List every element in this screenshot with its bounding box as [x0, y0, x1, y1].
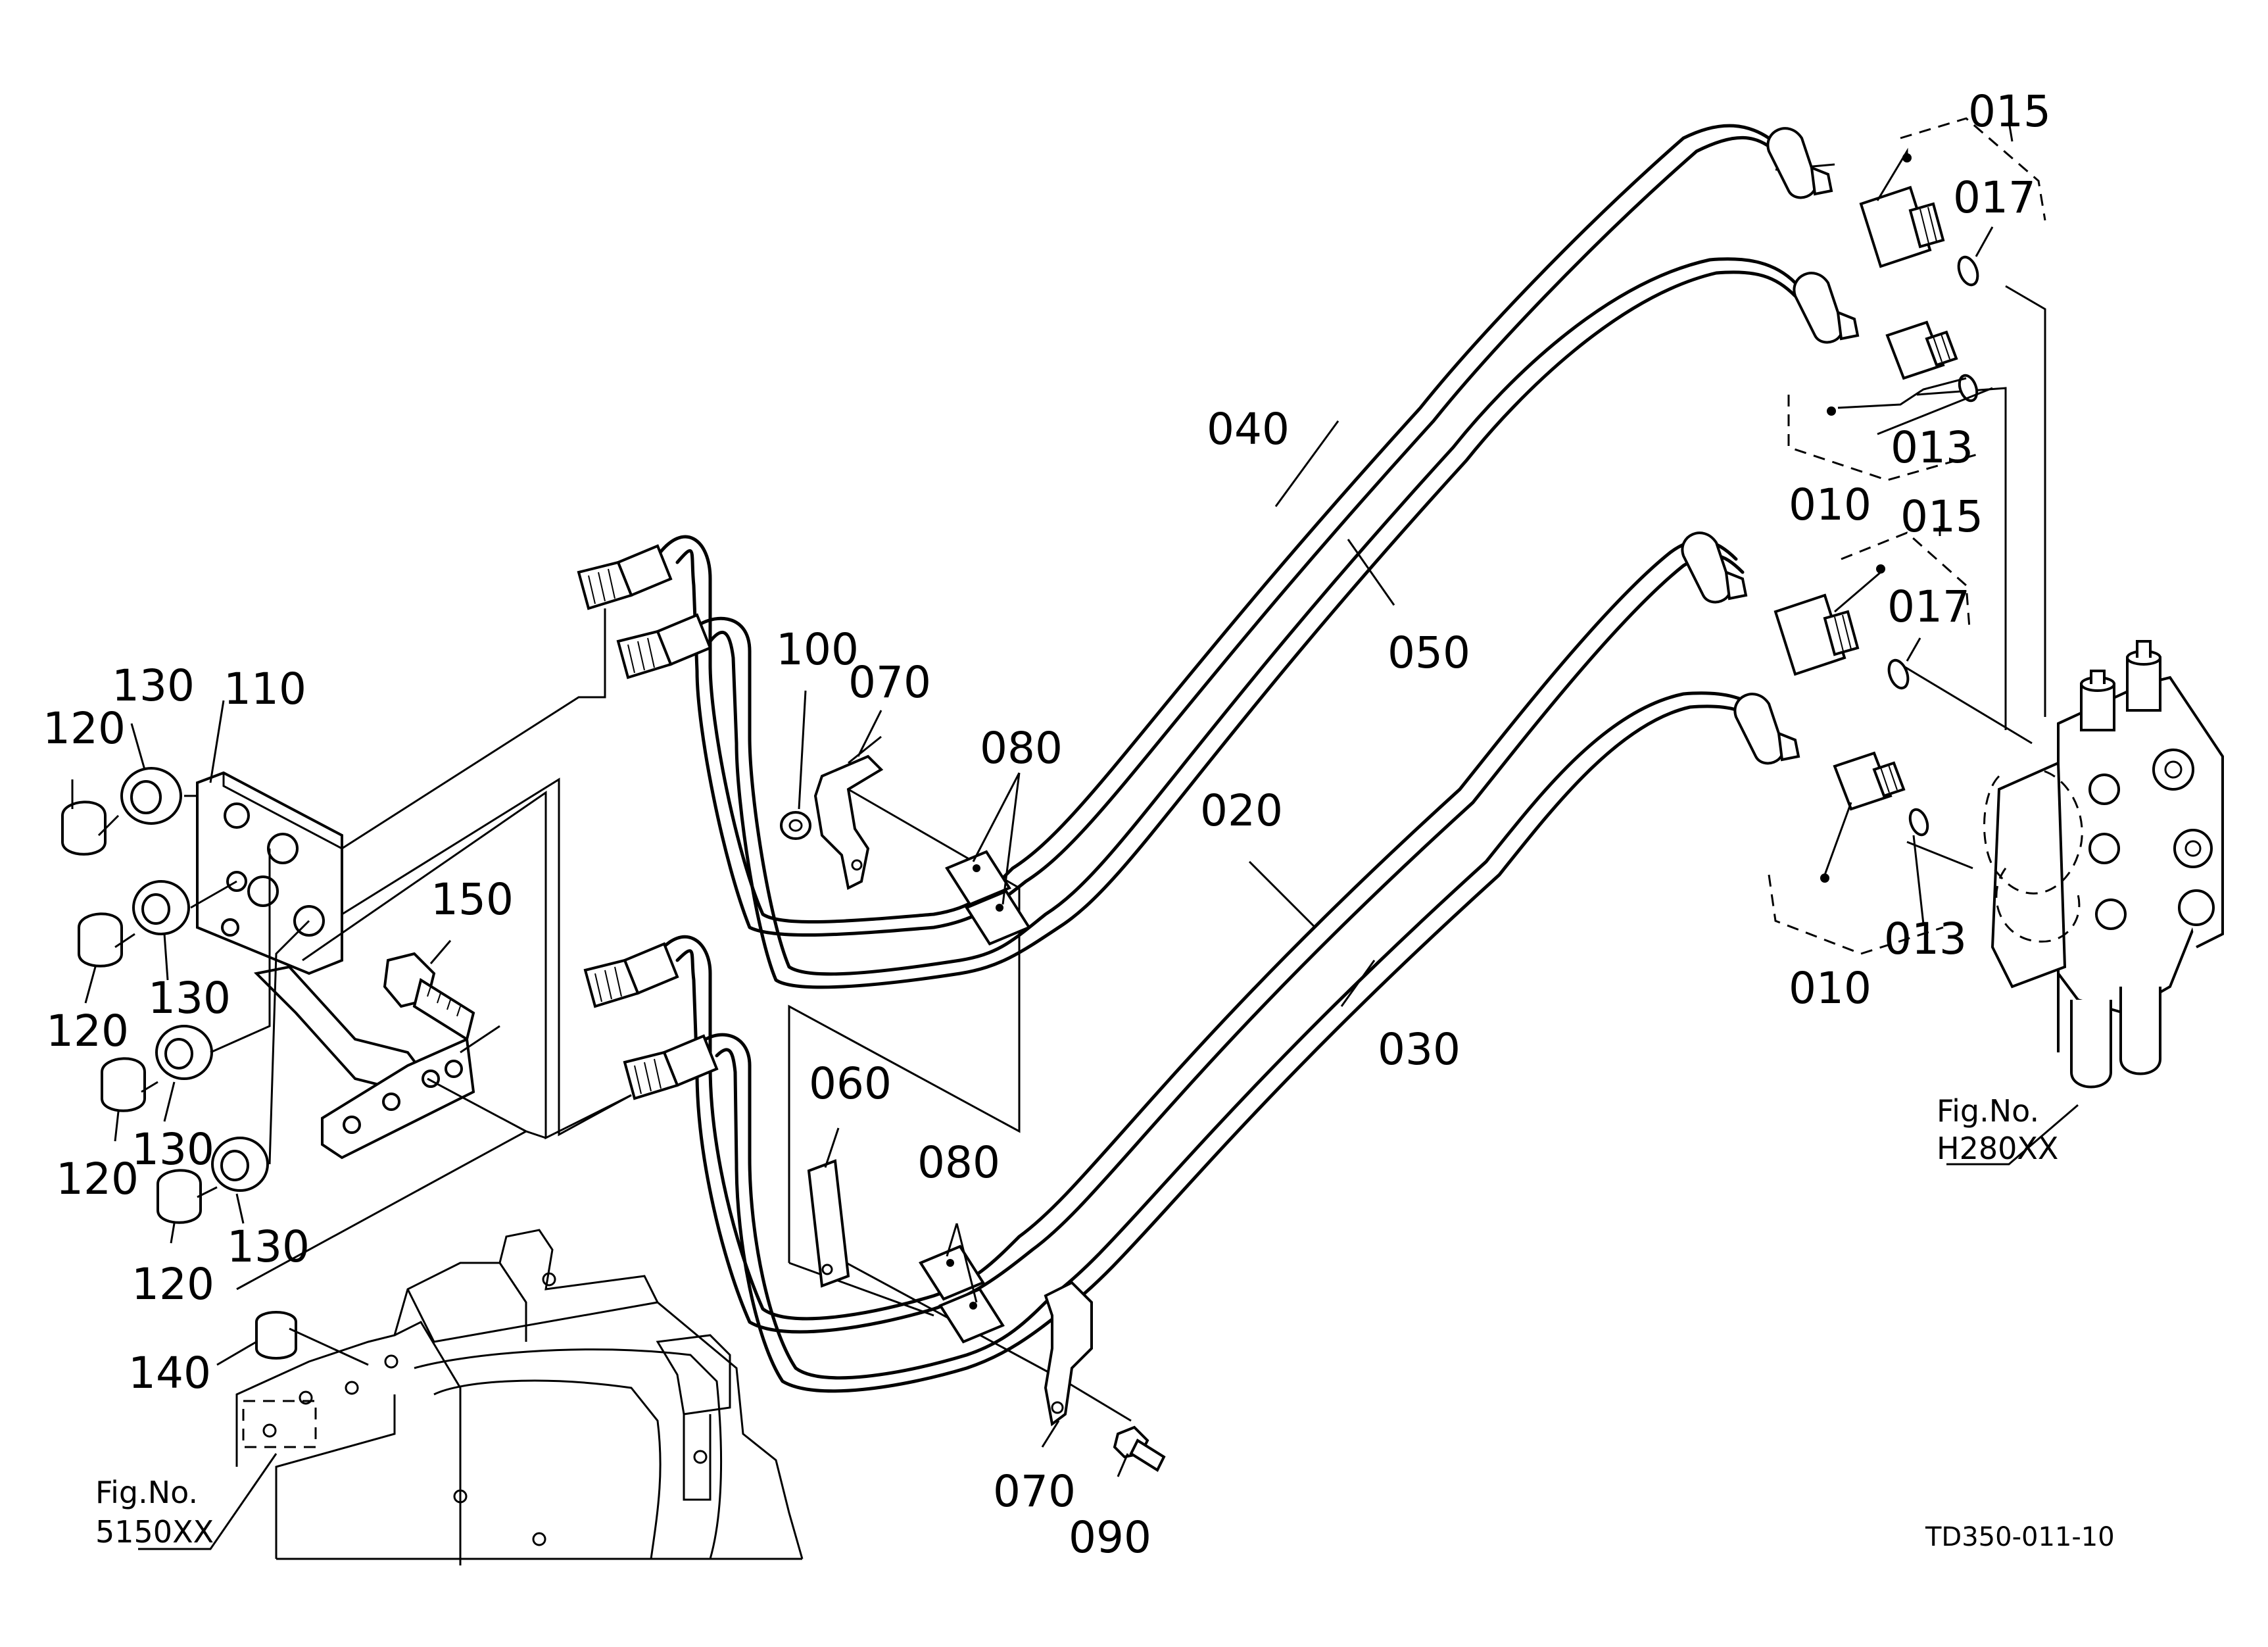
plug-140 — [255, 1311, 297, 1360]
group-brackets — [1768, 117, 2046, 955]
fig-ref-engine-number: 5150XX — [95, 1514, 214, 1550]
flare-end-020 — [583, 942, 679, 1008]
pipes — [577, 124, 1860, 1393]
pipe-nut-030 — [1733, 693, 1800, 765]
callout-080-upper: 080 — [980, 723, 1063, 774]
engine-housing — [235, 1229, 804, 1565]
flare-end-040 — [577, 544, 673, 610]
callout-070-lower: 070 — [993, 1466, 1076, 1517]
callout-130-b: 130 — [148, 973, 231, 1023]
fig-ref-valve-number: H280XX — [1937, 1131, 2058, 1166]
nut-130-d — [211, 1137, 269, 1192]
callout-120-b: 120 — [46, 1006, 129, 1056]
callout-020: 020 — [1200, 785, 1283, 836]
callout-040: 040 — [1207, 404, 1290, 455]
callout-060: 060 — [809, 1058, 892, 1109]
callout-150: 150 — [431, 874, 514, 925]
connection-lines — [97, 163, 2046, 1422]
flare-end-050 — [616, 613, 712, 679]
leaders — [71, 121, 2079, 1550]
callout-120-c: 120 — [56, 1154, 139, 1204]
cap-120-c — [101, 1057, 146, 1112]
callout-013-upper: 013 — [1891, 422, 1973, 473]
oring-017-upper — [1957, 255, 1979, 287]
control-valve — [1983, 640, 2224, 1089]
oring-013-upper — [1958, 374, 1979, 403]
callout-017-upper: 017 — [1953, 172, 2036, 223]
bolt-150 — [383, 952, 475, 1042]
cap-120-d — [157, 1169, 202, 1224]
callout-130-c: 130 — [132, 1124, 214, 1175]
stay-070-upper — [813, 735, 884, 890]
callout-090: 090 — [1069, 1512, 1151, 1563]
drawing-id: TD350-011-10 — [1925, 1522, 2115, 1552]
callout-130-d: 130 — [227, 1221, 310, 1272]
callout-110: 110 — [224, 664, 306, 714]
adaptor-010-upper — [1885, 320, 1958, 380]
callout-017-lower: 017 — [1887, 581, 1970, 632]
callout-015-lower: 015 — [1900, 491, 1983, 542]
clamp-080-c — [919, 1244, 985, 1301]
callout-labels: 015 017 013 010 015 017 013 010 040 050 … — [43, 86, 2115, 1563]
callout-015-upper: 015 — [1968, 86, 2051, 137]
pipe-040 — [656, 124, 1777, 937]
nut-130-a — [120, 767, 182, 825]
callout-013-lower: 013 — [1884, 914, 1967, 964]
adaptor-015-upper — [1859, 185, 1945, 268]
callout-050: 050 — [1387, 627, 1470, 678]
oring-013-lower — [1908, 808, 1929, 837]
adaptor-015-lower — [1773, 593, 1860, 676]
callout-140: 140 — [128, 1348, 211, 1398]
callout-070-upper: 070 — [848, 657, 931, 708]
flare-end-030 — [623, 1034, 719, 1100]
adaptor-010-lower — [1833, 751, 1906, 811]
pipe-020 — [656, 539, 1745, 1334]
cap-120-b — [78, 912, 123, 968]
callout-010-upper: 010 — [1789, 479, 1871, 530]
stay-070-lower — [1044, 1281, 1093, 1427]
callout-100: 100 — [776, 624, 859, 675]
plate-060 — [807, 1159, 850, 1288]
pipe-nut-050 — [1793, 272, 1860, 344]
nut-130-b — [132, 880, 190, 935]
fig-ref-engine-label: Fig.No. — [95, 1475, 198, 1510]
oring-017-lower — [1887, 658, 1910, 690]
callout-010-lower: 010 — [1789, 963, 1871, 1014]
callout-080-lower: 080 — [917, 1137, 1000, 1188]
clamp-080-a — [945, 850, 1011, 906]
bolt-090 — [1113, 1425, 1166, 1472]
clamp-080-b — [965, 889, 1031, 946]
callout-120-a: 120 — [43, 703, 126, 754]
nut-100 — [780, 811, 811, 840]
pipe-nut-020 — [1681, 531, 1748, 604]
pipe-050 — [688, 257, 1810, 989]
nut-130-c — [155, 1025, 213, 1080]
clamps — [919, 850, 1031, 1344]
callout-130-a: 130 — [112, 660, 195, 711]
callout-120-d: 120 — [132, 1259, 214, 1310]
clamp-080-d — [938, 1287, 1005, 1344]
pipe-nut-040 — [1766, 127, 1833, 199]
fig-ref-valve-label: Fig.No. — [1937, 1093, 2039, 1129]
cap-120-a — [61, 800, 107, 856]
callout-030: 030 — [1378, 1024, 1460, 1075]
